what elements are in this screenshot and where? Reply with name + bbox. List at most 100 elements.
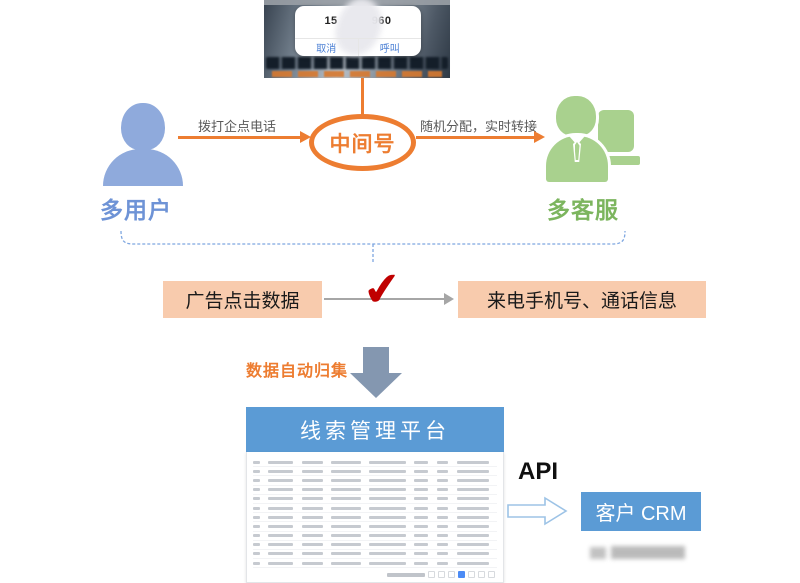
table-cell <box>253 478 260 482</box>
table-cell <box>302 561 323 565</box>
blurred-banner-subtext <box>272 71 442 77</box>
table-cell <box>268 469 294 473</box>
table-cell <box>414 506 429 510</box>
table-cell <box>331 469 361 473</box>
table-cell <box>369 460 406 464</box>
dial-arrow-label: 拨打企点电话 <box>198 119 277 134</box>
table-cell <box>302 469 323 473</box>
table-cell <box>302 506 323 510</box>
table-cell <box>302 543 323 547</box>
transfer-arrow-label: 随机分配，实时转接 <box>420 119 538 134</box>
page-item-active[interactable] <box>458 571 465 578</box>
table-cell <box>302 497 323 501</box>
table-cell <box>302 460 323 464</box>
table-cell <box>331 524 361 528</box>
table-cell <box>456 552 489 556</box>
table-cell <box>414 543 429 547</box>
table-cell <box>456 460 489 464</box>
cancel-button[interactable]: 取消 <box>316 44 337 55</box>
table-cell <box>253 515 260 519</box>
table-cell <box>253 524 260 528</box>
table-cell <box>331 488 361 492</box>
phone-screenshot: 15 960 取消 呼叫 <box>264 0 450 78</box>
table-cell <box>436 460 448 464</box>
table-cell <box>369 469 406 473</box>
table-cell <box>369 552 406 556</box>
table-cell <box>436 515 448 519</box>
table-cell <box>456 543 489 547</box>
dialog-button-row: 取消 呼叫 <box>295 38 421 56</box>
agent-label: 多客服 <box>547 197 619 223</box>
table-cell <box>369 497 406 501</box>
table-cell <box>369 543 406 547</box>
table-cell <box>436 552 448 556</box>
pagination-summary <box>387 572 425 577</box>
table-cell <box>302 488 323 492</box>
multi-user-icon <box>103 103 183 186</box>
table-cell <box>456 524 489 528</box>
call-button[interactable]: 呼叫 <box>357 39 422 56</box>
table-cell <box>369 488 406 492</box>
platform-table <box>246 452 504 583</box>
page-item[interactable] <box>468 571 475 578</box>
table-cell <box>414 488 429 492</box>
table-cell <box>456 478 489 482</box>
table-cell <box>268 561 294 565</box>
table-cell <box>436 469 448 473</box>
table-cell <box>302 524 323 528</box>
table-cell <box>414 524 429 528</box>
table-cell <box>253 469 260 473</box>
table-row <box>253 458 497 468</box>
table-cell <box>331 543 361 547</box>
table-row <box>253 532 497 541</box>
table-row <box>253 513 497 523</box>
table-cell <box>414 552 429 556</box>
laptop-base-shape <box>602 156 640 165</box>
blurred-banner-text <box>266 57 448 69</box>
table-cell <box>369 506 406 510</box>
laptop-icon <box>598 110 634 152</box>
page-item[interactable] <box>448 571 455 578</box>
table-cell <box>369 478 406 482</box>
table-cell <box>456 506 489 510</box>
blurred-watermark <box>590 546 685 559</box>
table-cell <box>436 561 448 565</box>
transfer-arrowhead <box>534 131 545 143</box>
user-body-shape <box>103 149 183 186</box>
table-row <box>253 476 497 486</box>
table-row <box>253 495 497 504</box>
table-cell <box>331 497 361 501</box>
table-cell <box>253 534 260 538</box>
platform-table-rows <box>253 458 497 569</box>
page-item[interactable] <box>478 571 485 578</box>
page-item[interactable] <box>428 571 435 578</box>
table-cell <box>436 497 448 501</box>
table-cell <box>268 534 294 538</box>
api-arrow-icon <box>507 496 568 526</box>
page-next[interactable] <box>488 571 495 578</box>
pagination[interactable] <box>387 571 495 578</box>
match-arrowhead <box>444 293 454 305</box>
table-cell <box>331 561 361 565</box>
table-cell <box>268 543 294 547</box>
table-cell <box>268 497 294 501</box>
dial-arrowhead <box>300 131 311 143</box>
table-cell <box>253 460 260 464</box>
table-cell <box>436 524 448 528</box>
check-icon: ✔ <box>360 261 405 317</box>
agent-body-shape <box>546 136 608 182</box>
table-cell <box>268 524 294 528</box>
table-cell <box>456 561 489 565</box>
table-cell <box>268 552 294 556</box>
down-arrowhead <box>350 373 402 398</box>
page-item[interactable] <box>438 571 445 578</box>
table-cell <box>414 460 429 464</box>
auto-collect-label: 数据自动归集 <box>246 363 349 380</box>
table-cell <box>253 561 260 565</box>
user-head-shape <box>121 103 165 150</box>
table-cell <box>414 561 429 565</box>
table-cell <box>268 460 294 464</box>
table-cell <box>456 497 489 501</box>
table-cell <box>302 534 323 538</box>
dial-arrow-line <box>178 136 303 139</box>
